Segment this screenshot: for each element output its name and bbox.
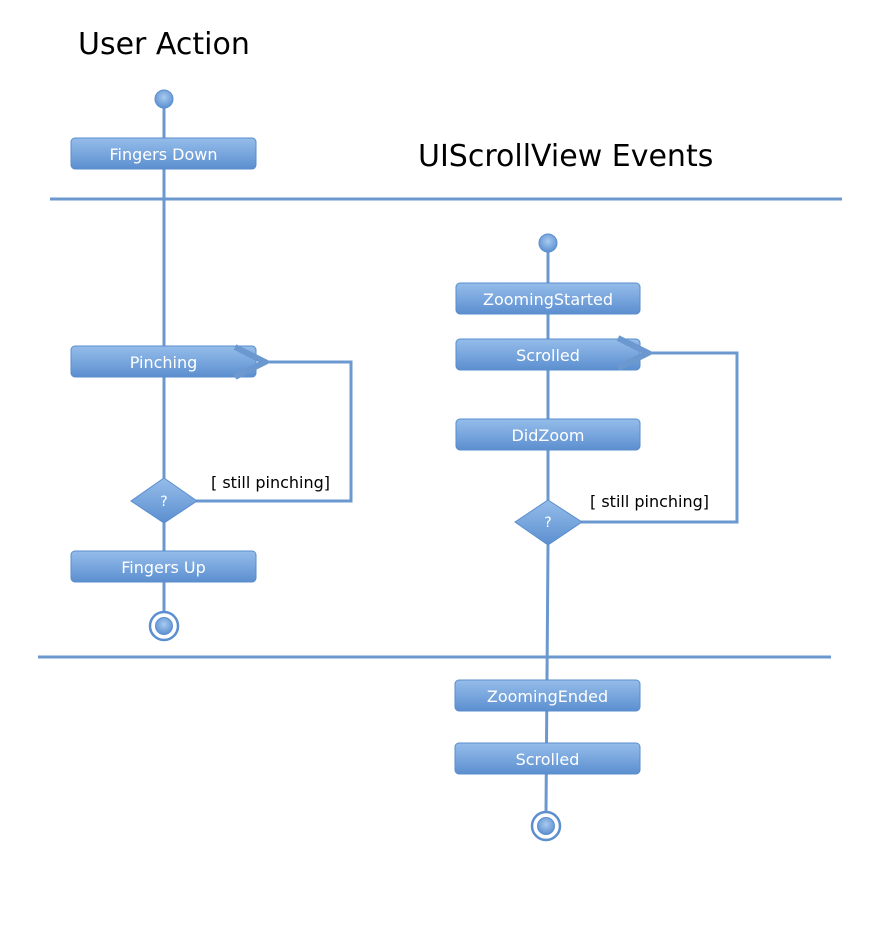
scrolled-node-2: Scrolled: [454, 742, 641, 775]
did-zoom-label: DidZoom: [511, 426, 584, 445]
scrollview-decision-label: ?: [544, 515, 551, 531]
fingers-up-label: Fingers Up: [121, 558, 206, 577]
user-final-node: [148, 610, 180, 642]
zooming-ended-node: ZoomingEnded: [454, 679, 641, 712]
scrollview-guard-label: [ still pinching]: [590, 492, 709, 511]
scrollview-events-title: UIScrollView Events: [418, 139, 713, 174]
user-decision-node: ?: [130, 477, 198, 524]
user-initial-node: [154, 89, 174, 109]
fingers-down-label: Fingers Down: [110, 145, 218, 164]
user-action-title: User Action: [78, 27, 250, 62]
user-loop-arrow: [196, 362, 353, 503]
scrolled-label-2: Scrolled: [516, 750, 580, 769]
zooming-started-label: ZoomingStarted: [483, 290, 613, 309]
scrollview-final-node: [530, 810, 562, 842]
pinching-node: Pinching: [70, 345, 257, 378]
zooming-started-node: ZoomingStarted: [455, 282, 641, 315]
scrollview-initial-node: [538, 233, 558, 253]
fingers-down-node: Fingers Down: [70, 137, 257, 170]
user-decision-label: ?: [160, 494, 167, 510]
scrollview-decision-node: ?: [514, 499, 583, 546]
zooming-ended-label: ZoomingEnded: [487, 687, 608, 706]
scrollview-loop-arrow: [581, 353, 739, 524]
scrolled-node-1: Scrolled: [455, 338, 641, 371]
user-guard-label: [ still pinching]: [211, 473, 330, 492]
pinching-label: Pinching: [130, 353, 198, 372]
scrolled-label-1: Scrolled: [516, 346, 580, 365]
did-zoom-node: DidZoom: [455, 418, 641, 451]
fingers-up-node: Fingers Up: [70, 550, 257, 583]
